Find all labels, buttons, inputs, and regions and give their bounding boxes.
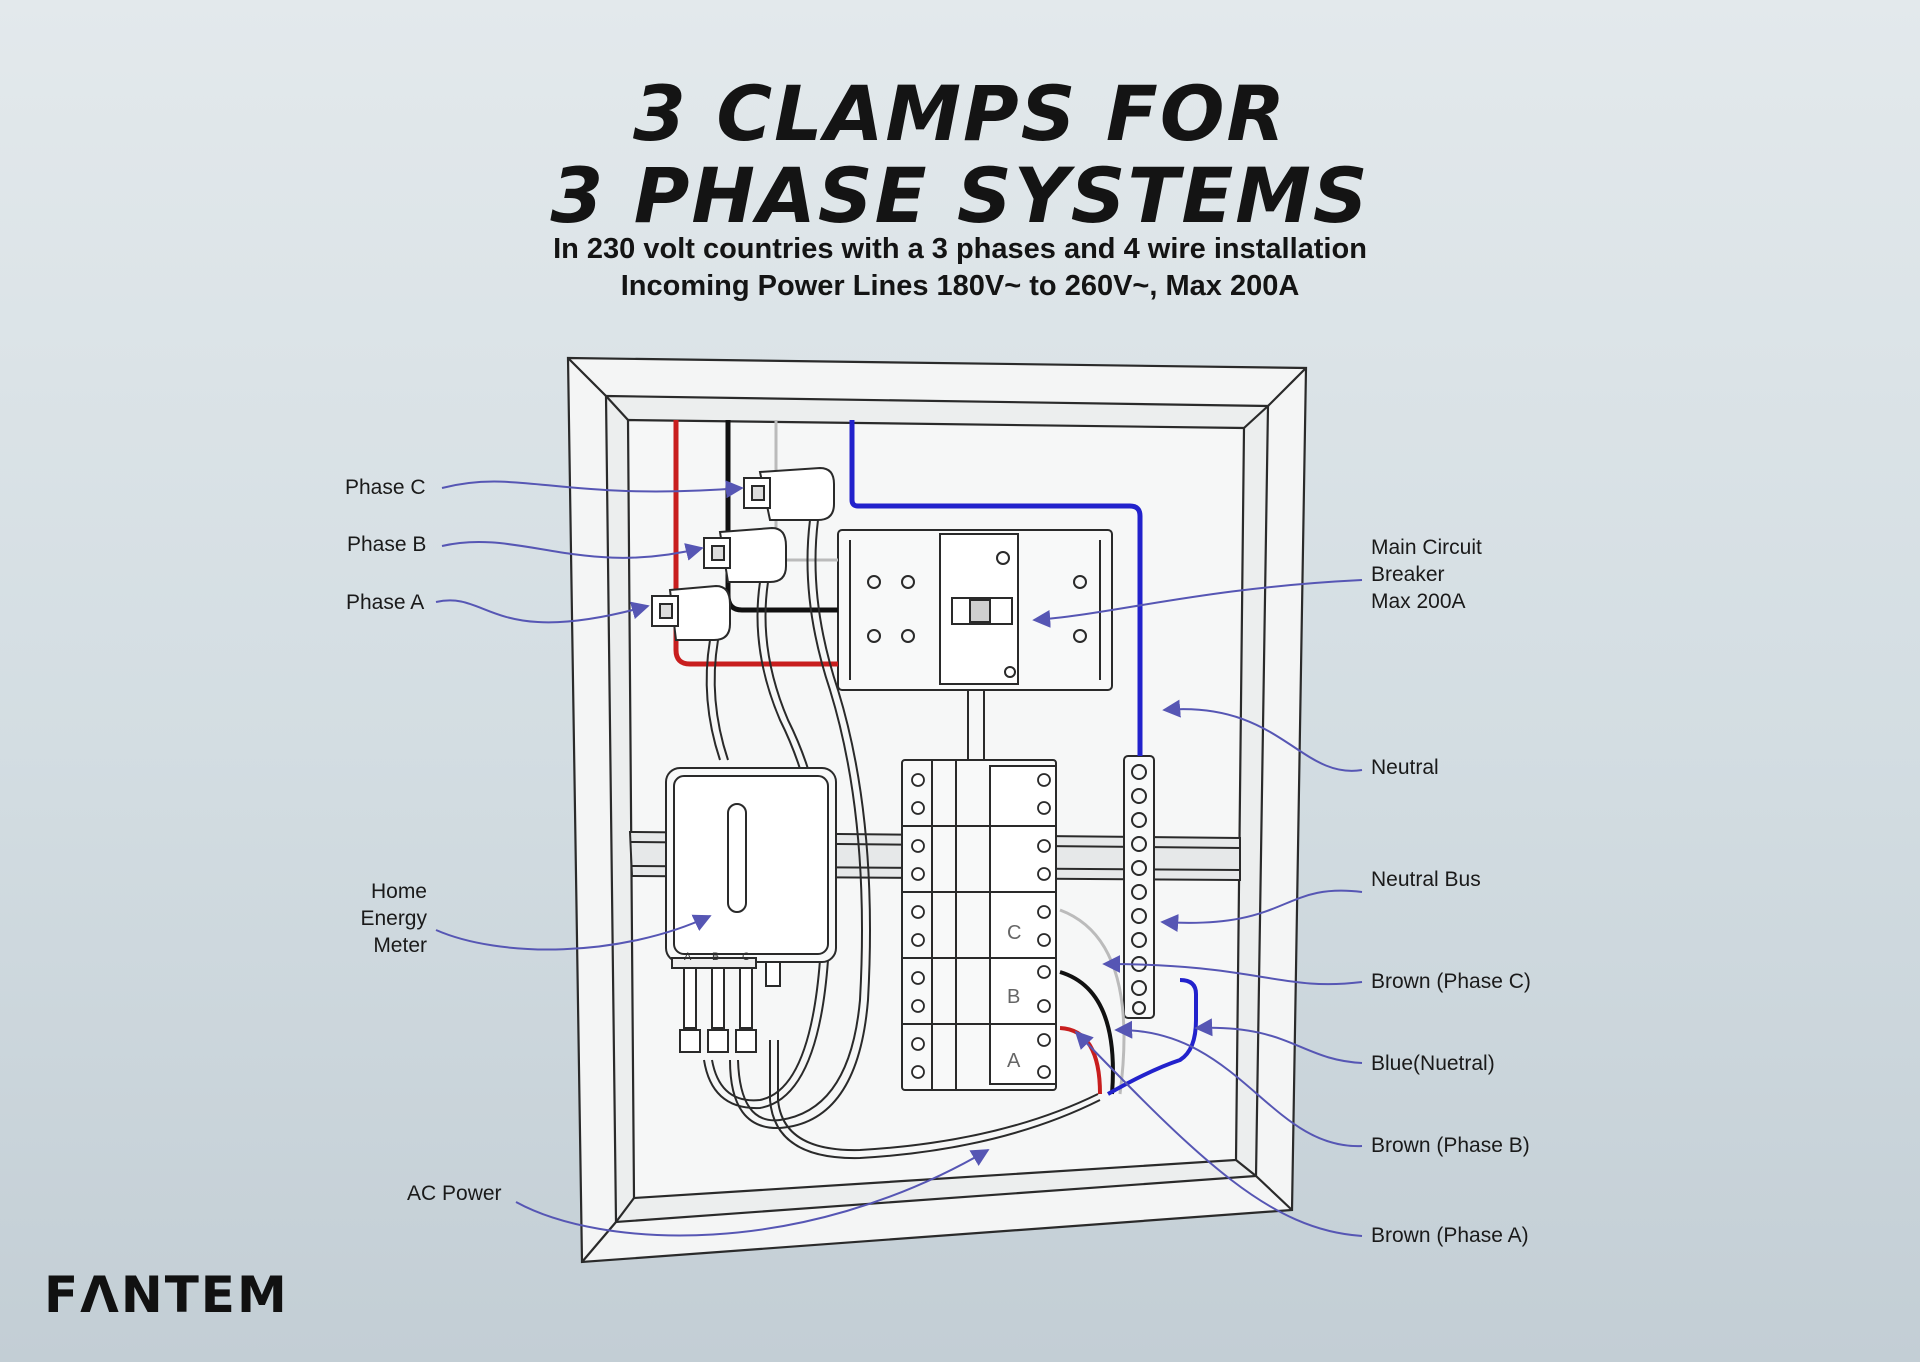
breaker-screws	[911, 773, 1051, 1079]
breaker-letter-a: A	[1007, 1050, 1021, 1072]
label-mcb-line2: Breaker	[1371, 563, 1445, 586]
breaker-letter-c: C	[1007, 922, 1021, 944]
energy-meter	[665, 767, 837, 969]
breaker-stack	[901, 759, 1057, 1091]
label-neutral: Neutral	[1371, 756, 1439, 779]
label-brown-phase-c: Brown (Phase C)	[1371, 970, 1531, 993]
breaker-letter-b: B	[1007, 986, 1020, 1008]
label-blue-neutral: Blue(Nuetral)	[1371, 1052, 1495, 1075]
label-meter-line3: Meter	[373, 934, 427, 957]
meter-port-a: A	[684, 951, 692, 963]
label-brown-phase-a: Brown (Phase A)	[1371, 1224, 1529, 1247]
current-clamps	[651, 466, 835, 641]
label-phase-c: Phase C	[345, 476, 426, 499]
ac-power-cable	[769, 1040, 1101, 1160]
leader-lines	[435, 480, 1363, 1237]
label-home-energy-meter: Home Energy Meter	[330, 878, 427, 959]
label-meter-line2: Energy	[360, 907, 427, 930]
label-brown-phase-b: Brown (Phase B)	[1371, 1134, 1530, 1157]
meter-port-b: B	[712, 951, 719, 963]
incoming-wires	[673, 420, 1143, 756]
title-line-2: 3 PHASE SYSTEMS	[550, 151, 1370, 240]
meter-connectors	[679, 961, 781, 1053]
label-ac-power: AC Power	[407, 1182, 502, 1205]
neutral-bus	[1123, 755, 1155, 1019]
label-phase-b: Phase B	[347, 533, 427, 556]
subtitle-line-1: In 230 volt countries with a 3 phases an…	[553, 233, 1367, 265]
subtitle-line-2: Incoming Power Lines 180V~ to 260V~, Max…	[620, 270, 1300, 302]
label-mcb-line3: Max 200A	[1371, 590, 1466, 613]
label-mcb-line1: Main Circuit	[1371, 536, 1482, 559]
main-breaker	[837, 529, 1113, 691]
meter-port-c: C	[742, 951, 750, 963]
label-neutral-bus: Neutral Bus	[1371, 868, 1481, 891]
label-meter-line1: Home	[370, 880, 427, 903]
label-phase-a: Phase A	[346, 591, 425, 614]
brand-logo: FΛNTEM	[44, 1266, 289, 1324]
title-line-1: 3 CLAMPS FOR	[633, 69, 1287, 158]
label-main-circuit-breaker: Main Circuit Breaker Max 200A	[1371, 534, 1482, 615]
